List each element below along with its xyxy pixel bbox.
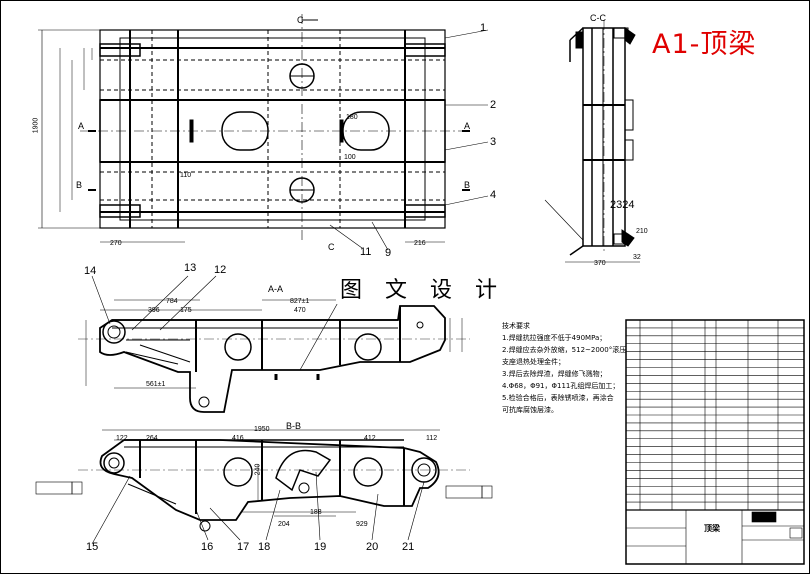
note-1: 1.焊缝抗拉强度不低于490MPa； xyxy=(502,334,607,342)
callout-4: 4 xyxy=(490,189,497,201)
note-3: 3.焊后去除焊渣，焊缝修飞溅物； xyxy=(502,370,607,378)
note-5b: 可抗库腐蚀层漆。 xyxy=(502,406,558,414)
dim-412: 412 xyxy=(364,435,376,442)
dim-370: 370 xyxy=(594,260,606,267)
callout-12: 12 xyxy=(214,264,227,276)
callout-1: 1 xyxy=(480,22,487,34)
callout-2: 2 xyxy=(490,99,497,111)
dim-210: 210 xyxy=(636,228,648,235)
callout-9: 9 xyxy=(385,247,392,259)
dim-827: 827±1 xyxy=(290,298,310,305)
title-block-name: 顶梁 xyxy=(704,524,720,533)
dim-1900: 1900 xyxy=(32,117,40,134)
dim-180: 180 xyxy=(346,114,358,121)
dim-188: 188 xyxy=(310,509,322,516)
callout-19: 19 xyxy=(314,541,327,553)
dim-784: 784 xyxy=(166,298,178,305)
callout-21: 21 xyxy=(402,541,415,553)
dim-1950: 1950 xyxy=(254,426,270,433)
callout-18: 18 xyxy=(258,541,271,553)
plan-view xyxy=(38,14,489,251)
callout-3: 3 xyxy=(490,136,497,148)
dim-32: 32 xyxy=(633,254,641,261)
section-bb-view xyxy=(35,429,493,545)
dim-416: 416 xyxy=(232,435,244,442)
notes-title: 技术要求 xyxy=(502,322,530,330)
dim-122: 122 xyxy=(116,435,128,442)
callout-16: 16 xyxy=(201,541,214,553)
section-aa-view xyxy=(78,275,470,413)
dim-270: 270 xyxy=(110,240,122,247)
dim-561: 561±1 xyxy=(146,381,166,388)
technical-notes: 技术要求 1.焊缝抗拉强度不低于490MPa； 2.焊缝应去杂外放缩，512~2… xyxy=(502,320,627,416)
note-5: 5.检验合格后，表除锈喷漆，再涂合 xyxy=(502,394,614,402)
dim-264: 264 xyxy=(146,435,158,442)
note-4: 4.Φ68，Φ91，Φ111孔组焊后加工； xyxy=(502,382,620,390)
dim-175: 175 xyxy=(180,307,192,314)
section-cc-label: C-C xyxy=(590,13,606,23)
section-mark-b: B xyxy=(76,180,83,190)
section-mark-c-bottom: C xyxy=(328,242,335,252)
callout-14: 14 xyxy=(84,265,97,277)
dim-110: 110 xyxy=(180,172,192,179)
callout-17: 17 xyxy=(237,541,250,553)
dim-240: 240 xyxy=(254,463,262,476)
callout-2324: 2324 xyxy=(610,199,635,211)
section-cc-view xyxy=(544,20,640,263)
section-aa-label: A-A xyxy=(268,284,284,294)
callout-11: 11 xyxy=(360,246,372,258)
section-mark-a-right: A xyxy=(464,121,471,131)
parts-list xyxy=(625,319,805,565)
section-mark-b-right: B xyxy=(464,180,471,190)
note-2: 2.焊缝应去杂外放缩，512~2000°滚压 xyxy=(502,346,627,354)
dim-470: 470 xyxy=(294,307,306,314)
callout-13: 13 xyxy=(184,262,197,274)
callout-20: 20 xyxy=(366,541,379,553)
dim-204: 204 xyxy=(278,521,290,528)
section-bb-label: B-B xyxy=(286,421,302,431)
dim-396: 396 xyxy=(148,307,160,314)
title-stamp: A1-顶梁 xyxy=(652,29,757,60)
callout-15: 15 xyxy=(86,541,99,553)
section-mark-a: A xyxy=(78,121,85,131)
note-2b: 支座退热处理金件； xyxy=(502,358,565,366)
dim-216: 216 xyxy=(414,240,426,247)
dim-100: 100 xyxy=(344,154,356,161)
watermark: 图 文 设 计 xyxy=(336,272,509,304)
dim-929: 929 xyxy=(356,521,368,528)
section-mark-c-top: C xyxy=(297,15,304,25)
dim-112: 112 xyxy=(426,435,438,442)
